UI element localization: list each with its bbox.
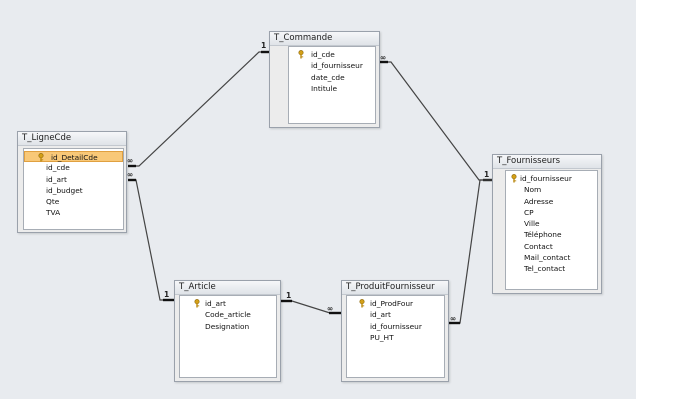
key-icon: [511, 174, 517, 183]
field-row[interactable]: Adresse: [506, 196, 597, 207]
field-label: Tel_contact: [524, 264, 566, 274]
field-list[interactable]: id_ProdFour id_art id_fournisseur PU_HT: [346, 295, 445, 378]
key-icon: [38, 153, 44, 162]
field-row[interactable]: id_art: [180, 298, 276, 309]
field-list[interactable]: id_cde id_fournisseur date_cde Intitule: [288, 46, 376, 124]
field-label: CP: [524, 207, 534, 217]
table-title[interactable]: T_ProduitFournisseur: [342, 281, 448, 295]
field-row[interactable]: TVA: [24, 207, 123, 218]
table-title[interactable]: T_Commande: [270, 32, 379, 46]
field-row[interactable]: id_budget: [24, 185, 123, 196]
table-t-produitfournisseur[interactable]: T_ProduitFournisseur id_ProdFour id_art …: [341, 280, 449, 382]
field-label: Qte: [46, 197, 60, 207]
field-row[interactable]: Qte: [24, 196, 123, 207]
field-row-selected[interactable]: id_DetailCde: [24, 151, 123, 163]
field-row[interactable]: id_art: [347, 309, 444, 320]
key-icon: [298, 50, 304, 59]
table-title[interactable]: T_Article: [175, 281, 280, 295]
field-label: Ville: [524, 219, 540, 229]
cardinality-label: ∞: [380, 53, 386, 62]
field-label: id_DetailCde: [51, 153, 98, 162]
field-list[interactable]: id_art Code_article Designation: [179, 295, 277, 378]
field-row[interactable]: Intitule: [289, 83, 375, 94]
relationship-line-fournisseurs-commande[interactable]: [379, 61, 492, 181]
field-label: Code_article: [205, 310, 251, 320]
field-label: id_fournisseur: [520, 174, 572, 183]
field-row[interactable]: CP: [506, 207, 597, 218]
field-label: Adresse: [524, 196, 554, 206]
field-label: Mail_contact: [524, 253, 571, 263]
field-label: Nom: [524, 185, 542, 195]
field-list[interactable]: id_DetailCde id_cde id_art id_budget Qte…: [23, 148, 124, 230]
field-row[interactable]: PU_HT: [347, 332, 444, 343]
field-label: date_cde: [311, 72, 345, 82]
field-list[interactable]: id_fournisseur Nom Adresse CP Ville Télé…: [505, 170, 598, 290]
table-t-fournisseurs[interactable]: T_Fournisseurs id_fournisseur Nom Adress…: [492, 154, 602, 294]
field-row[interactable]: Contact: [506, 241, 597, 252]
table-t-article[interactable]: T_Article id_art Code_article Designatio…: [174, 280, 281, 382]
field-label: id_art: [205, 299, 226, 308]
field-row[interactable]: Ville: [506, 218, 597, 229]
field-label: id_budget: [46, 185, 83, 195]
field-label: id_fournisseur: [311, 61, 363, 71]
field-row[interactable]: id_cde: [24, 162, 123, 173]
key-icon: [194, 299, 200, 308]
field-row[interactable]: Téléphone: [506, 229, 597, 240]
cardinality-label: 1: [164, 290, 169, 299]
key-icon: [359, 299, 365, 308]
table-title[interactable]: T_LigneCde: [18, 132, 126, 146]
cardinality-label: ∞: [450, 314, 456, 323]
field-row[interactable]: id_fournisseur: [347, 321, 444, 332]
field-label: id_fournisseur: [370, 321, 422, 331]
relationship-line-commande-lignecde[interactable]: [128, 51, 269, 167]
cardinality-label: 1: [286, 291, 291, 300]
field-label: id_art: [370, 310, 391, 320]
relationship-line-fournisseurs-produitfournisseur[interactable]: [449, 179, 492, 324]
cardinality-label: 1: [261, 41, 266, 50]
field-label: id_ProdFour: [370, 299, 414, 308]
table-title[interactable]: T_Fournisseurs: [493, 155, 601, 169]
field-label: id_art: [46, 174, 67, 184]
relationship-line-article-lignecde[interactable]: [128, 179, 174, 301]
field-row[interactable]: id_fournisseur: [506, 173, 597, 184]
field-label: Intitule: [311, 83, 337, 93]
cardinality-label: ∞: [327, 304, 333, 313]
field-row[interactable]: id_fournisseur: [289, 60, 375, 71]
field-label: TVA: [46, 208, 61, 218]
cardinality-label: ∞: [127, 156, 133, 165]
cardinality-label: ∞: [127, 170, 133, 179]
field-label: id_cde: [311, 50, 335, 59]
field-row[interactable]: date_cde: [289, 72, 375, 83]
table-t-commande[interactable]: T_Commande id_cde id_fournisseur date_cd…: [269, 31, 380, 128]
field-label: Designation: [205, 321, 250, 331]
field-row[interactable]: Mail_contact: [506, 252, 597, 263]
field-row[interactable]: Designation: [180, 321, 276, 332]
field-label: Contact: [524, 241, 553, 251]
field-row[interactable]: Nom: [506, 184, 597, 195]
field-row[interactable]: id_art: [24, 174, 123, 185]
field-label: id_cde: [46, 163, 70, 173]
table-t-lignecde[interactable]: T_LigneCde id_DetailCde id_cde id_art id…: [17, 131, 127, 233]
field-row[interactable]: Tel_contact: [506, 263, 597, 274]
field-label: Téléphone: [524, 230, 562, 240]
field-row[interactable]: id_ProdFour: [347, 298, 444, 309]
field-row[interactable]: id_cde: [289, 49, 375, 60]
field-row[interactable]: Code_article: [180, 309, 276, 320]
field-label: PU_HT: [370, 332, 394, 342]
cardinality-label: 1: [484, 170, 489, 179]
